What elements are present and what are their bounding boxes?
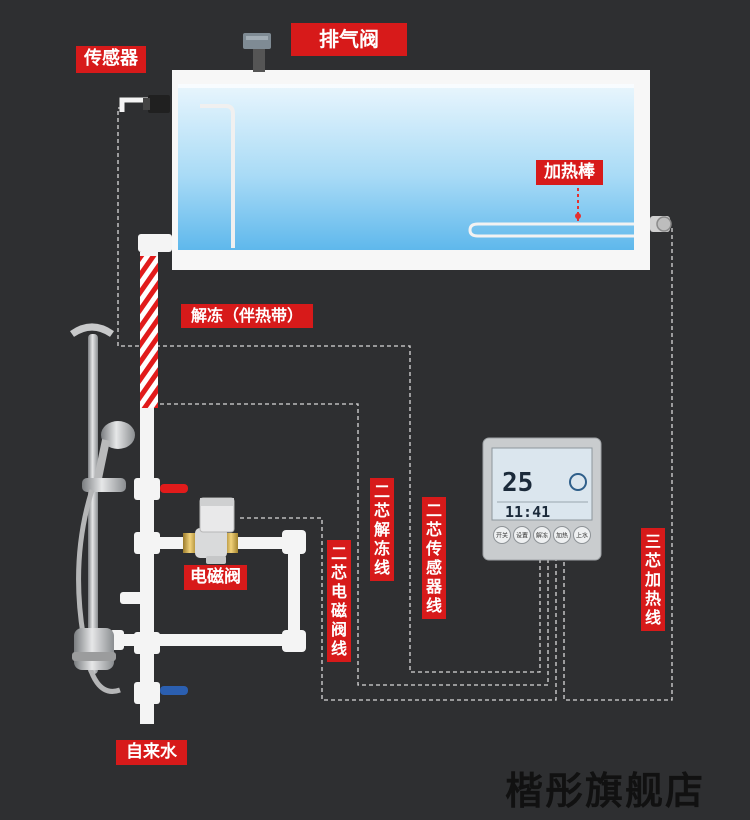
- store-watermark: 楷彤旗舰店: [505, 768, 706, 813]
- thermostat-controller: [482, 437, 602, 561]
- exhaust-valve-label: 排气阀: [291, 23, 407, 56]
- controller-button[interactable]: [573, 526, 591, 544]
- defrost-wire-label: 二芯解冻线: [370, 478, 394, 581]
- sensor-wire: [117, 107, 541, 673]
- solenoid-valve: [183, 497, 238, 564]
- controller-button[interactable]: [493, 526, 511, 544]
- heat-tape: [140, 256, 158, 408]
- controller-button-label: 设置: [516, 532, 528, 540]
- solenoid-valve-label: 电磁阀: [184, 565, 247, 591]
- solenoid-wire-label: 二芯电磁阀线: [327, 540, 351, 662]
- controller-time: 11:41: [505, 503, 551, 521]
- heating-rod: [468, 188, 634, 238]
- controller-button-label: 开关: [496, 532, 508, 540]
- controller-button[interactable]: [553, 526, 571, 544]
- pipework: [110, 234, 306, 724]
- controller-buttons: 开关设置解冻加热上水: [493, 526, 591, 544]
- wire-lines: [117, 107, 673, 701]
- tap-water-label: 自来水: [116, 740, 187, 766]
- controller-button-label: 解冻: [536, 532, 548, 540]
- controller-button[interactable]: [533, 526, 551, 544]
- controller-button-label: 上水: [576, 532, 588, 540]
- exhaust-valve: [243, 33, 271, 72]
- sensor-label: 传感器: [76, 46, 146, 73]
- heater-wire: [563, 228, 673, 701]
- controller-button[interactable]: [513, 526, 531, 544]
- sensor-plug: [119, 95, 170, 113]
- heating-rod-label: 加热棒: [536, 160, 603, 186]
- shower-set: [69, 323, 135, 694]
- heater-wire-label: 三芯加热线: [641, 528, 665, 631]
- defrost-wire: [160, 403, 549, 686]
- sensor-wire-label: 二芯传感器线: [422, 497, 446, 619]
- controller-temperature: 25: [502, 468, 534, 498]
- valve-handles: [160, 484, 188, 695]
- controller-button-label: 加热: [556, 532, 568, 540]
- defrost-tape-label: 解冻（伴热带）: [181, 304, 314, 328]
